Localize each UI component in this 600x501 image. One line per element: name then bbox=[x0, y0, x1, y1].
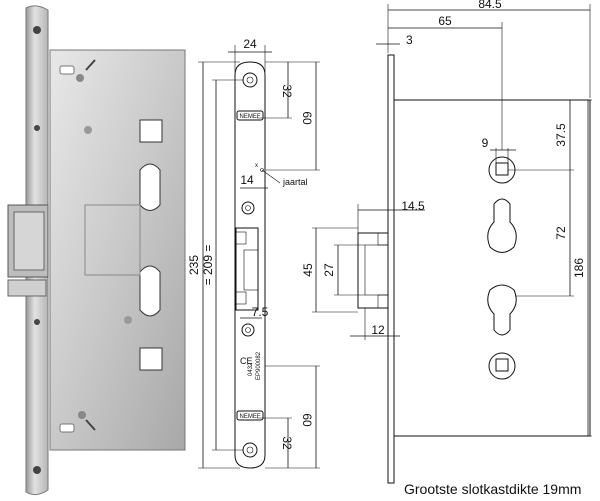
latch-width-text: 12 bbox=[371, 323, 385, 337]
faceplate-drawing: NEMEF NEMEF jaartal x CE 0432 EP900082 2… bbox=[187, 37, 320, 469]
cert-code-a: 0432 bbox=[248, 362, 254, 376]
top-32-dim-text: 32 bbox=[280, 84, 294, 98]
rivet bbox=[84, 126, 92, 134]
backset-dim-text: 65 bbox=[438, 14, 452, 28]
cert-code-b: EP900082 bbox=[256, 351, 262, 380]
side-latch-bottom-block bbox=[377, 294, 389, 309]
rivet bbox=[124, 316, 132, 324]
spring-pin bbox=[85, 419, 96, 431]
top-60-dim-text: 60 bbox=[300, 111, 314, 125]
brand-logo-badge bbox=[59, 65, 75, 75]
year-marker-dot bbox=[260, 168, 264, 172]
upper-spindle-square bbox=[495, 162, 509, 176]
side-latch-top-block bbox=[377, 232, 389, 246]
case-height-text: 186 bbox=[572, 258, 586, 278]
side-faceplate bbox=[387, 54, 395, 484]
latch-offset-text: 14 bbox=[240, 173, 254, 187]
keyhole-lower bbox=[139, 265, 161, 317]
side-latch-outer bbox=[357, 232, 389, 309]
faceplate-hole bbox=[34, 319, 40, 325]
side-case-body bbox=[393, 99, 591, 437]
lower-spindle-square bbox=[495, 358, 509, 372]
latch-inner-dim-text: 27 bbox=[322, 263, 336, 277]
lock-photo bbox=[7, 5, 186, 496]
latch-step-top bbox=[235, 231, 247, 245]
lower-cylinder-keyhole bbox=[487, 284, 517, 336]
faceplate-hole-upper-inner bbox=[245, 205, 251, 211]
height-dim-text: 235 bbox=[187, 255, 201, 275]
upper-cylinder-keyhole bbox=[487, 198, 517, 253]
keyhole-upper bbox=[139, 163, 161, 211]
faceplate-hole-upper bbox=[241, 201, 255, 215]
faceplate-screw-hole-top-inner bbox=[246, 76, 254, 84]
faceplate-hole-lower bbox=[241, 323, 255, 337]
plate-thickness-text: 3 bbox=[406, 33, 413, 47]
nemef-badge-top bbox=[236, 110, 264, 121]
bottom-32-dim-text: 32 bbox=[280, 436, 294, 450]
small-offset-text: 7.5 bbox=[252, 305, 269, 319]
overall-dim-text: 84.5 bbox=[478, 0, 502, 11]
year-code: x bbox=[255, 163, 258, 169]
latch-face bbox=[13, 211, 45, 271]
spindle-to-cylinder-text: 72 bbox=[554, 226, 568, 240]
rivet bbox=[76, 74, 84, 82]
ce-mark: CE bbox=[240, 356, 253, 366]
year-leader bbox=[261, 169, 281, 184]
side-latch-inner bbox=[364, 244, 389, 296]
faceplate-screw-hole bbox=[33, 26, 41, 34]
spindle-hole bbox=[139, 119, 163, 143]
spindle-hole-lower bbox=[139, 347, 163, 371]
latch-proj-text: 14.5 bbox=[401, 199, 425, 213]
faceplate-screw-hole-bottom-inner bbox=[246, 446, 254, 454]
spacing-dim-text: = 209 = bbox=[201, 245, 215, 286]
side-drawing: 84.5 65 3 14.5 45 27 12 9 bbox=[301, 0, 592, 484]
year-label: jaartal bbox=[282, 177, 308, 187]
latch-opening bbox=[235, 227, 259, 311]
brand-logo-badge bbox=[59, 423, 75, 433]
square-offset-text: 9 bbox=[482, 136, 489, 150]
latch-bolt-outline bbox=[243, 249, 259, 291]
faceplate-hole bbox=[34, 125, 40, 131]
faceplate-screw-hole-top bbox=[242, 72, 258, 88]
spring-pin bbox=[85, 59, 96, 71]
nemef-badge-bottom bbox=[236, 410, 264, 421]
caption: Grootste slotkastdikte 19mm bbox=[404, 481, 581, 497]
rivet bbox=[78, 411, 86, 419]
latch-outer-dim-text: 45 bbox=[301, 263, 315, 277]
bottom-60-dim-text: 60 bbox=[300, 413, 314, 427]
faceplate-screw-hole-bottom bbox=[242, 442, 258, 458]
nemef-badge-bottom-text: NEMEF bbox=[240, 414, 261, 420]
latch-lower-block bbox=[7, 279, 47, 297]
nemef-badge-top-text: NEMEF bbox=[240, 114, 261, 120]
lock-case-body bbox=[49, 49, 186, 451]
faceplate-screw-hole bbox=[33, 466, 41, 474]
latch-step-bottom bbox=[235, 291, 247, 305]
top-to-spindle-text: 37.5 bbox=[554, 123, 568, 147]
faceplate-hole-lower-inner bbox=[245, 327, 251, 333]
width-dim-text: 24 bbox=[243, 37, 257, 51]
stamped-panel bbox=[84, 204, 141, 276]
